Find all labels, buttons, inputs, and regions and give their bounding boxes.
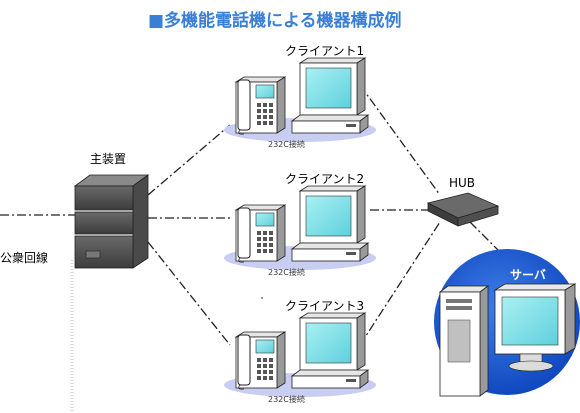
server-tower-icon — [438, 285, 490, 397]
keyboard-icon — [290, 242, 370, 262]
client-group-1: クライアント1 232C接続 — [224, 44, 376, 149]
connection-note: 232C接続 — [268, 139, 305, 149]
client-label: クライアント1 — [285, 44, 364, 58]
client-group-3: クライアント3 232C接続 — [224, 299, 376, 404]
telephone-icon — [234, 76, 287, 135]
link-main-client3 — [147, 241, 231, 346]
client-monitor-icon — [298, 312, 367, 371]
diagram-title: ■多機能電話機による機器構成例 — [148, 10, 402, 31]
keyboard-icon — [290, 114, 370, 134]
hub-label: HUB — [449, 176, 475, 190]
telephone-icon — [234, 204, 287, 263]
server-group: サーバ — [434, 249, 580, 397]
client-monitor-icon — [298, 185, 367, 244]
telephone-icon — [234, 331, 287, 390]
client-label: クライアント2 — [285, 172, 364, 186]
link-client3-hub — [359, 221, 441, 346]
client-label: クライアント3 — [285, 299, 364, 313]
public-line-label: 公衆回線 — [0, 250, 48, 265]
server-monitor-icon — [493, 283, 577, 372]
client-group-2: クライアント2 232C接続 — [224, 172, 376, 277]
connection-note: 232C接続 — [268, 267, 305, 277]
keyboard-icon — [290, 369, 370, 389]
main-unit-label: 主装置 — [90, 152, 126, 166]
connection-note: 232C接続 — [268, 394, 305, 404]
hub-icon: HUB — [426, 176, 500, 227]
stray-dot — [261, 297, 263, 299]
server-label: サーバ — [510, 268, 546, 282]
main-unit-icon: 主装置 — [73, 152, 150, 269]
link-client1-hub — [359, 84, 441, 196]
link-main-client1 — [147, 124, 231, 196]
client-monitor-icon — [298, 57, 367, 116]
